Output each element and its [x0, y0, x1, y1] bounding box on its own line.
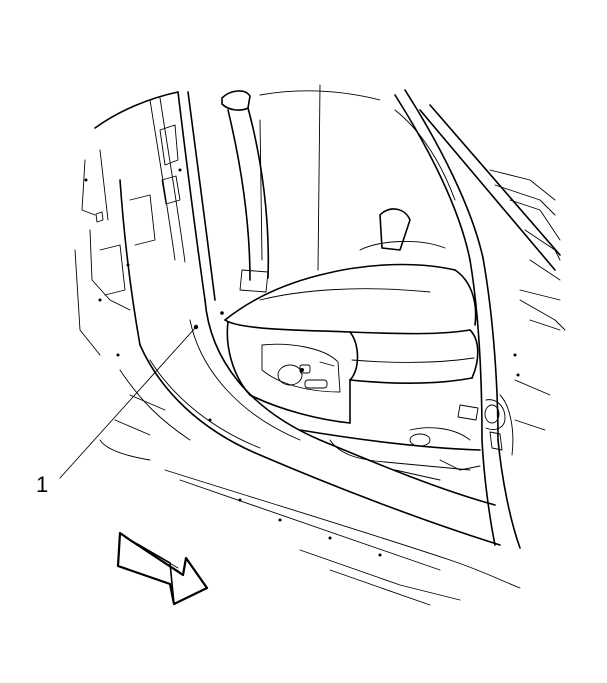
seat-track — [299, 404, 481, 481]
floor-structure — [84, 168, 521, 606]
callout-leader-line — [59, 326, 197, 479]
door-frame-left — [74, 91, 501, 546]
door-frame-right — [394, 89, 521, 549]
seat-side-shield — [226, 321, 351, 424]
callout-1: 1 — [36, 324, 199, 497]
seat-cushion — [224, 263, 479, 384]
seat-back — [359, 208, 446, 251]
seat-recline-knob-icon — [277, 364, 303, 386]
seat-adjust-switch-icon — [304, 379, 328, 389]
callout-number: 1 — [36, 472, 48, 497]
rear-panels — [259, 84, 456, 271]
front-direction-arrow-icon — [116, 531, 209, 606]
callout-target-point — [193, 324, 199, 330]
striker-icon — [484, 404, 500, 424]
seat-belt — [221, 90, 270, 293]
right-structure — [419, 104, 566, 431]
